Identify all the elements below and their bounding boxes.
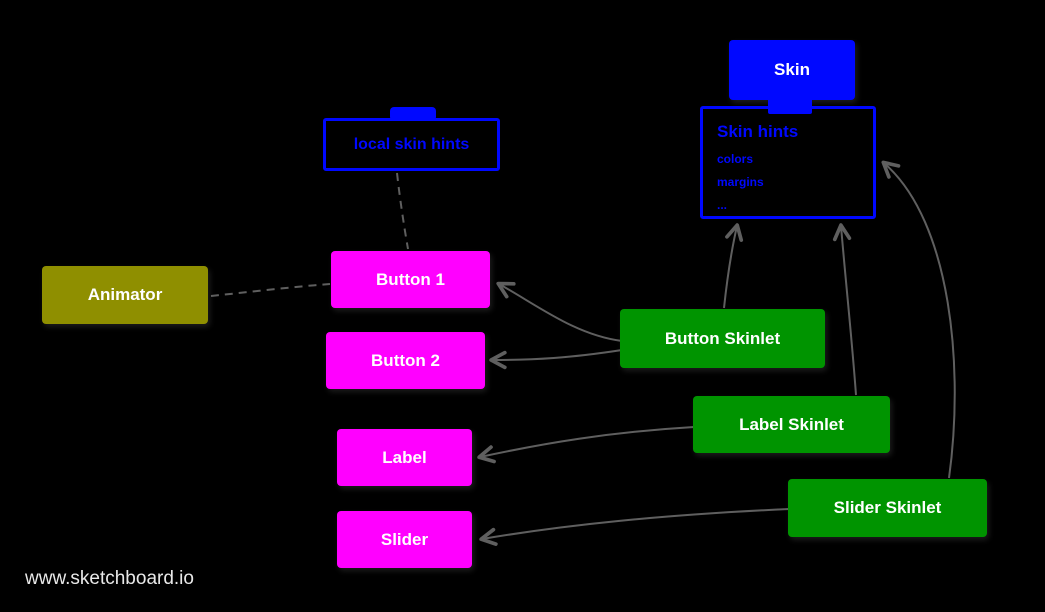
edge-slider-skinlet-to-slider <box>479 508 790 546</box>
node-slider-label: Slider <box>380 529 429 549</box>
edge-local-skin-hints-to-button1-dashed <box>396 172 409 250</box>
skin-hints-line-colors: colors <box>717 152 754 166</box>
edge-button-skinlet-to-button2 <box>489 349 623 370</box>
local-skin-hints-tab <box>390 107 436 121</box>
node-label-skinlet[interactable]: Label Skinlet <box>693 396 890 453</box>
skin-hints-line-margins: margins <box>717 175 764 189</box>
node-local-skin-hints-label: local skin hints <box>353 135 470 153</box>
node-skin-label: Skin <box>774 60 810 79</box>
node-label-label: Label <box>382 447 427 467</box>
node-animator-label: Animator <box>87 285 163 304</box>
node-slider[interactable]: Slider <box>337 511 472 568</box>
skin-connector-tab <box>768 96 812 114</box>
node-label-skinlet-label: Label Skinlet <box>739 414 844 434</box>
edge-button-skinlet-to-skin-hints <box>723 223 744 309</box>
node-animator[interactable]: Animator <box>42 266 208 324</box>
watermark: www.sketchboard.io <box>25 568 194 589</box>
node-label[interactable]: Label <box>337 429 472 486</box>
edge-button-skinlet-to-button1 <box>496 281 623 342</box>
edge-animator-to-button1-dashed <box>210 283 331 297</box>
edge-label-skinlet-to-label <box>477 426 695 464</box>
node-button1-label: Button 1 <box>376 269 445 289</box>
node-button1[interactable]: Button 1 <box>331 251 490 308</box>
node-button-skinlet[interactable]: Button Skinlet <box>620 309 825 368</box>
edge-slider-skinlet-to-skin-hints <box>881 160 956 479</box>
node-skin-hints[interactable]: Skin hints colors margins ... <box>700 106 876 219</box>
skin-hints-line-ellipsis: ... <box>717 198 728 212</box>
node-button2[interactable]: Button 2 <box>326 332 485 389</box>
node-button2-label: Button 2 <box>371 350 440 370</box>
node-local-skin-hints[interactable]: local skin hints <box>323 118 500 171</box>
edge-label-skinlet-to-skin-hints <box>832 223 857 396</box>
skin-hints-title: Skin hints <box>717 122 799 141</box>
node-button-skinlet-label: Button Skinlet <box>664 328 781 348</box>
node-slider-skinlet[interactable]: Slider Skinlet <box>788 479 987 537</box>
node-slider-skinlet-label: Slider Skinlet <box>833 498 942 517</box>
node-skin[interactable]: Skin <box>729 40 855 100</box>
